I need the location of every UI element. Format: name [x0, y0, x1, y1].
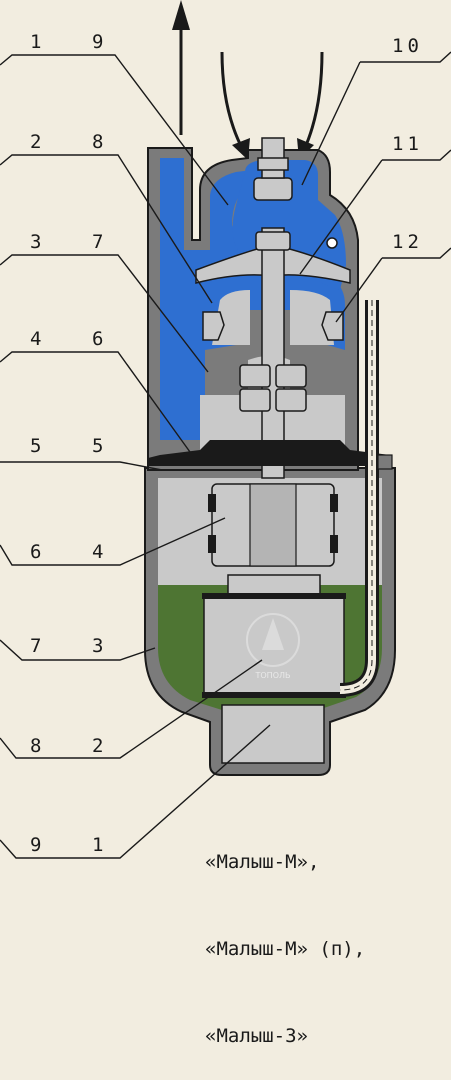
left-label-9: 9	[30, 834, 41, 856]
left-label-2: 2	[30, 131, 41, 153]
anchor-core	[249, 483, 297, 567]
inlet-flow-arrow-right	[302, 51, 324, 151]
mid-label-9: 9	[92, 31, 103, 53]
caption-line-3: «Малыш-3»	[205, 1025, 308, 1047]
power-cable-centerline	[339, 300, 373, 691]
mid-label-5: 5	[92, 435, 103, 457]
watermark-logo	[246, 613, 300, 667]
anchor-bracket-right-top	[330, 494, 338, 512]
diaphragm	[148, 440, 390, 466]
outlet-arrowhead	[172, 0, 190, 30]
pump-diagram: ТОПОЛЬ 1 2 3 4 5 6 7 8 9 9 8 7 6 5 4 3 2	[0, 0, 451, 1047]
inlet-valve	[253, 177, 293, 201]
anchor-bracket-left-bottom	[208, 535, 216, 553]
inlet-arrowhead-left	[232, 138, 250, 160]
left-label-6: 6	[30, 541, 41, 563]
leader-lines	[0, 51, 451, 859]
anchor-bracket-right-bottom	[330, 535, 338, 553]
valve-bolt-head	[257, 157, 289, 171]
mid-label-8: 8	[92, 131, 103, 153]
watermark-text: ТОПОЛЬ	[255, 671, 291, 680]
left-label-1: 1	[30, 31, 41, 53]
caption-line-2: «Малыш-М» (п),	[205, 938, 366, 960]
right-label-11: 11	[392, 133, 423, 155]
rod-nut-lower-3	[239, 388, 271, 412]
rod-nut-lower-1	[239, 364, 271, 388]
mid-label-1: 1	[92, 834, 103, 856]
mid-label-3: 3	[92, 635, 103, 657]
caption-line-1: «Малыш-М»,	[205, 851, 320, 873]
mid-label-6: 6	[92, 328, 103, 350]
left-label-5: 5	[30, 435, 41, 457]
mid-label-4: 4	[92, 541, 103, 563]
pump-chamber-cavity-right	[290, 290, 334, 345]
left-label-8: 8	[30, 735, 41, 757]
outlet-pipe-water	[160, 158, 345, 440]
pump-cross-section-svg: ТОПОЛЬ 1 2 3 4 5 6 7 8 9 9 8 7 6 5 4 3 2	[0, 0, 451, 859]
coil-top-band	[202, 593, 346, 599]
coil-bottom-band	[202, 692, 346, 698]
cable-clamp	[377, 454, 393, 470]
left-label-3: 3	[30, 231, 41, 253]
rod-nut-top	[255, 231, 291, 251]
mid-label-7: 7	[92, 231, 103, 253]
shock-absorber-left	[202, 311, 225, 341]
rod-nut-lower-2	[275, 364, 307, 388]
model-caption: «Малыш-М», «Малыш-М» (п), «Малыш-3»	[205, 790, 365, 1080]
right-label-10: 10	[392, 35, 423, 57]
rod-nut-lower-4	[275, 388, 307, 412]
central-rod	[261, 227, 285, 479]
inlet-flow-arrow-left	[220, 51, 245, 151]
left-label-7: 7	[30, 635, 41, 657]
mid-label-2: 2	[92, 735, 103, 757]
right-label-12: 12	[392, 231, 423, 253]
mounting-eye	[326, 237, 338, 249]
anchor-bracket-left-top	[208, 494, 216, 512]
left-label-4: 4	[30, 328, 41, 350]
